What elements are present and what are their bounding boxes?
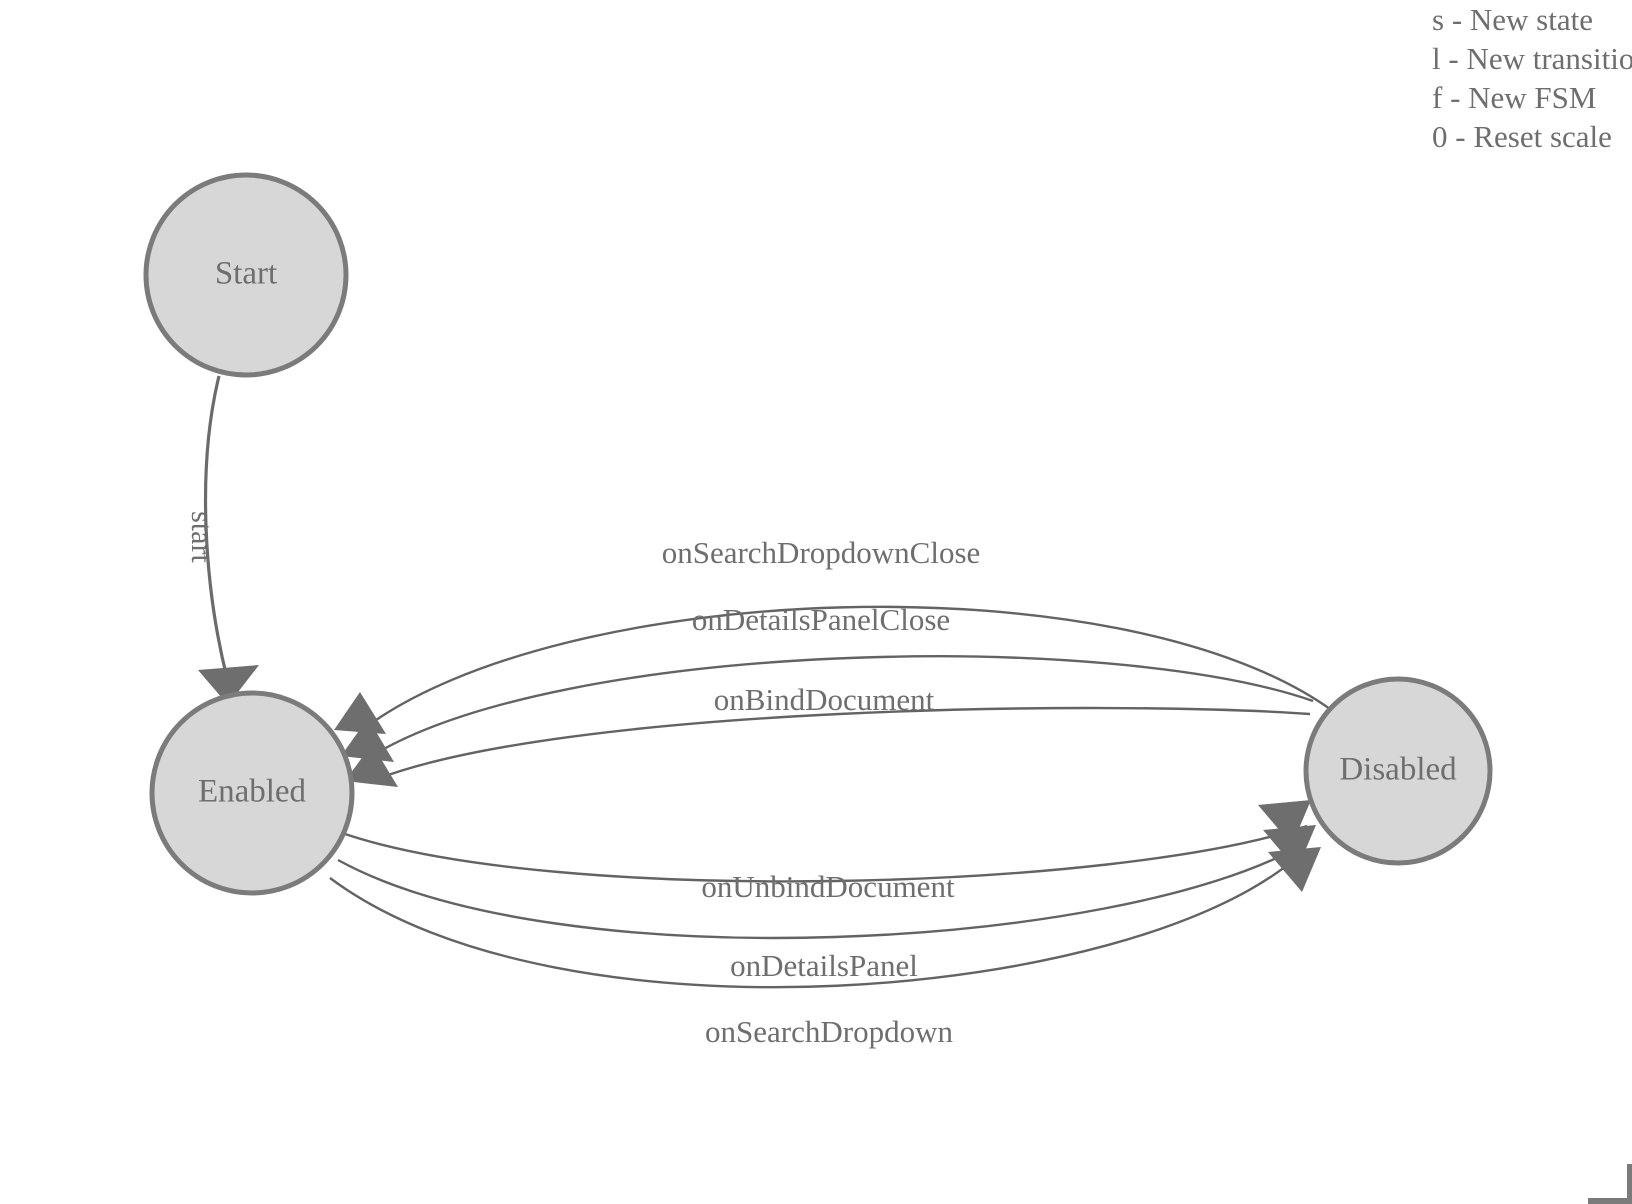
arrowhead-onSearchDropdown bbox=[1268, 847, 1321, 892]
edge-group-enabled-to-disabled bbox=[329, 824, 1308, 989]
state-label-start: Start bbox=[215, 256, 277, 292]
transition-label-onSearchDropdownClose: onSearchDropdownClose bbox=[662, 535, 981, 570]
resize-handle[interactable] bbox=[1588, 1164, 1632, 1204]
arrowheads-into-enabled bbox=[334, 692, 398, 787]
arrowhead-onBindDocument bbox=[345, 744, 398, 787]
arrowhead-start bbox=[198, 665, 259, 705]
arrowhead-onDetailsPanelClose bbox=[341, 718, 394, 762]
edge-onSearchDropdownClose[interactable] bbox=[361, 605, 1331, 731]
edge-start[interactable] bbox=[203, 375, 229, 679]
transition-label-start: start bbox=[185, 511, 218, 563]
transition-label-onUnbindDocument: onUnbindDocument bbox=[701, 869, 955, 904]
arrowhead-onDetailsPanel bbox=[1263, 825, 1316, 870]
edge-onDetailsPanelClose[interactable] bbox=[369, 655, 1314, 759]
arrowhead-onUnbindDocument bbox=[1258, 800, 1311, 845]
arrowhead-onSearchDropdownClose bbox=[334, 692, 386, 734]
edge-onBindDocument[interactable] bbox=[371, 706, 1311, 783]
edge-group-disabled-to-enabled bbox=[361, 605, 1331, 783]
arrowheads-into-disabled bbox=[1258, 800, 1321, 892]
state-circle-disabled[interactable] bbox=[1303, 676, 1493, 866]
edge-onSearchDropdown[interactable] bbox=[329, 857, 1297, 989]
transition-label-onDetailsPanelClose: onDetailsPanelClose bbox=[692, 602, 950, 637]
transition-label-onBindDocument: onBindDocument bbox=[714, 682, 935, 717]
state-node-disabled[interactable]: Disabled bbox=[1303, 676, 1493, 866]
edge-onDetailsPanel[interactable] bbox=[337, 844, 1301, 940]
state-label-enabled: Enabled bbox=[198, 774, 307, 810]
state-circle-start[interactable] bbox=[143, 172, 349, 378]
edge-onUnbindDocument[interactable] bbox=[344, 824, 1308, 883]
state-node-start[interactable]: Start bbox=[143, 172, 349, 378]
transition-label-onSearchDropdown: onSearchDropdown bbox=[705, 1014, 953, 1049]
state-label-disabled: Disabled bbox=[1339, 752, 1457, 788]
transition-label-onDetailsPanel: onDetailsPanel bbox=[730, 948, 918, 983]
state-node-enabled[interactable]: Enabled bbox=[149, 690, 355, 896]
state-circle-enabled[interactable] bbox=[149, 690, 355, 896]
